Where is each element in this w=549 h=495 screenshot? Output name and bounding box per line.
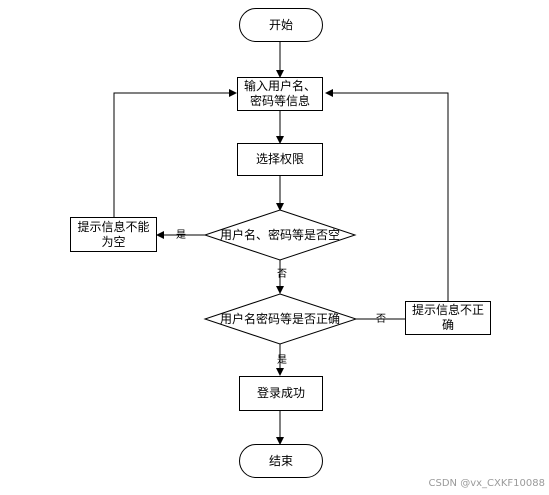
msg-incorrect-box [405, 301, 491, 335]
check-correct-decision [203, 293, 358, 345]
input-process-box [237, 77, 323, 111]
start-terminator [239, 8, 323, 42]
msg-empty-label: 提示信息不能 为空 [77, 219, 150, 249]
edge-label-correct-yes: 是 [277, 355, 287, 366]
check-correct-label: 用户名密码等是否正确 [219, 311, 340, 326]
check-empty-label: 用户名、密码等是否空 [219, 227, 340, 242]
edge-label-correct-no: 否 [376, 314, 386, 325]
select-permission-box [237, 143, 323, 176]
login-success-label: 登录成功 [256, 386, 305, 400]
end-label: 结束 [268, 453, 293, 468]
end-terminator [239, 444, 323, 478]
edge-msg-incorrect-loop [325, 89, 449, 301]
input-label: 输入用户名、 密码等信息 [243, 79, 316, 108]
edge-label-empty-no: 否 [277, 269, 287, 280]
login-success-box [239, 376, 323, 411]
start-label: 开始 [268, 17, 293, 32]
msg-incorrect-label: 提示信息不正 确 [411, 303, 484, 332]
edge-label-empty-yes: 是 [176, 230, 186, 241]
connectors [113, 41, 449, 445]
msg-empty-box [70, 217, 157, 252]
watermark: CSDN @vx_CXKF10088 [428, 478, 545, 489]
edge-msg-empty-loop [113, 89, 237, 217]
select-permission-label: 选择权限 [255, 152, 304, 166]
check-empty-decision [203, 209, 357, 261]
